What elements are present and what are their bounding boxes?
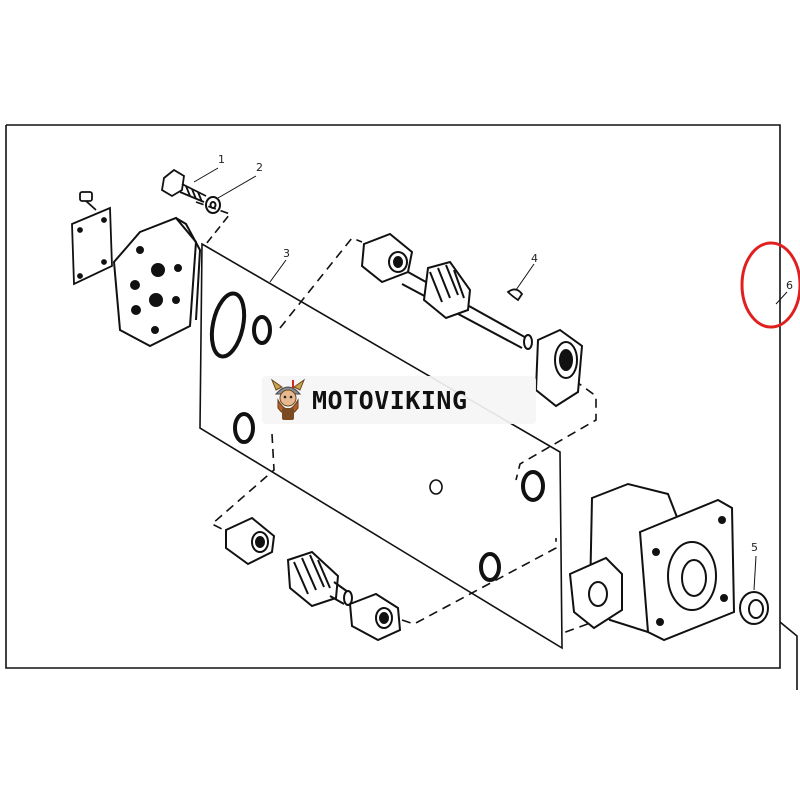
gasket-dowel (429, 479, 443, 495)
pump-housing (568, 482, 736, 642)
shaft-seal (739, 591, 769, 625)
shaft-key (506, 288, 524, 302)
bolt-leader-dashes (195, 201, 232, 245)
viking-mascot-icon (270, 378, 306, 420)
gasket-o-rings (209, 291, 545, 582)
red-highlight-circle (740, 241, 800, 329)
callout-leaders (193, 167, 788, 591)
watermark-text: MOTOVIKING (312, 385, 468, 415)
lower-bearing (348, 592, 402, 642)
end-cover (112, 216, 202, 348)
bolt (161, 168, 207, 203)
callout-2: 2 (256, 161, 263, 174)
idler-gear-shaft (286, 550, 353, 608)
watermark-banner: MOTOVIKING (262, 376, 536, 424)
lower-bushing (225, 516, 276, 566)
gasket-sheet (199, 242, 563, 650)
cover-plate-small (71, 206, 113, 286)
callout-6: 6 (786, 279, 793, 292)
callout-1: 1 (218, 153, 225, 166)
lock-washer (205, 196, 221, 214)
drive-shaft-gear (401, 260, 533, 350)
plate-screw (79, 191, 97, 211)
upper-alignment-dashes (279, 237, 597, 481)
callout-5: 5 (751, 541, 758, 554)
callout-4: 4 (531, 252, 538, 265)
upper-bearing (534, 328, 584, 408)
diagram-frame (5, 124, 798, 690)
callout-3: 3 (283, 247, 290, 260)
upper-bushing (360, 232, 414, 284)
